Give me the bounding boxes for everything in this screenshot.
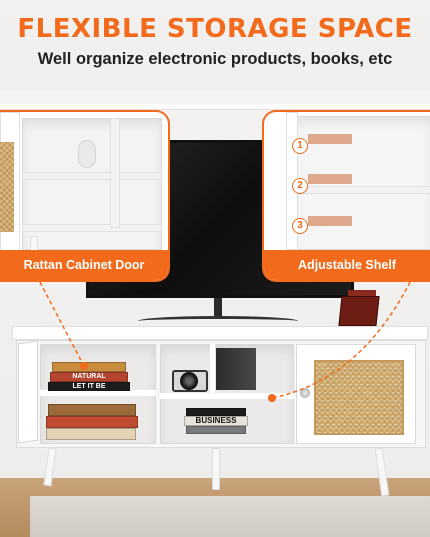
tv-neck: [214, 298, 222, 318]
step-badge-3: 3: [292, 218, 308, 234]
center-cubby-shelf: [160, 393, 294, 399]
book-natural-label: NATURAL: [72, 373, 106, 380]
shelf-position-2: [308, 174, 352, 184]
adjustable-shelf-caption-bar: Adjustable Shelf: [264, 250, 430, 280]
desk-organizer: [338, 296, 380, 326]
adjustable-shelf-caption: Adjustable Shelf: [298, 258, 396, 272]
book: [186, 408, 246, 416]
book-business: [184, 416, 248, 426]
rattan-door-caption: Rattan Cabinet Door: [23, 258, 145, 272]
subheadline: Well organize electronic products, books…: [37, 50, 393, 68]
book: [186, 426, 246, 434]
speaker: [216, 348, 256, 390]
adjustable-shelf-inset: 1 2 3 Adjustable Shelf: [262, 110, 430, 282]
floor-rug: [30, 496, 430, 537]
inset-shelf: [22, 224, 162, 232]
door-knob: [300, 388, 310, 398]
left-cabinet-door: [18, 340, 38, 444]
book: [46, 416, 138, 428]
console-top: [12, 326, 428, 340]
book-natural: [50, 372, 128, 382]
inset-divider: [110, 118, 120, 228]
book-let-it-be: [48, 382, 130, 391]
inset-cable-hole: [78, 140, 96, 168]
wall-molding: [0, 104, 430, 110]
shelf-position-3: [308, 216, 352, 226]
shelf-position-1: [308, 134, 352, 144]
camera-lens: [180, 372, 198, 390]
tv-base: [138, 316, 298, 326]
left-cubby-shelf: [40, 390, 156, 396]
rattan-panel: [314, 360, 404, 435]
console-leg: [212, 448, 220, 490]
step-badge-2: 2: [292, 178, 308, 194]
inset-shelf-board: [298, 186, 430, 194]
inset-shelf: [22, 172, 162, 180]
book-business-label: BUSINESS: [195, 416, 237, 425]
step-badge-1: 1: [292, 138, 308, 154]
book-let-it-be-label: LET IT BE: [72, 383, 106, 390]
book: [52, 362, 126, 372]
book: [48, 404, 136, 416]
book: [46, 428, 136, 440]
rattan-door-inset: Rattan Cabinet Door: [0, 110, 170, 282]
rattan-door-caption-bar: Rattan Cabinet Door: [0, 250, 168, 280]
inset-rattan-strip: [0, 142, 14, 232]
center-cubby-divider: [210, 344, 215, 393]
headline: FLEXIBLE STORAGE SPACE: [17, 14, 413, 44]
